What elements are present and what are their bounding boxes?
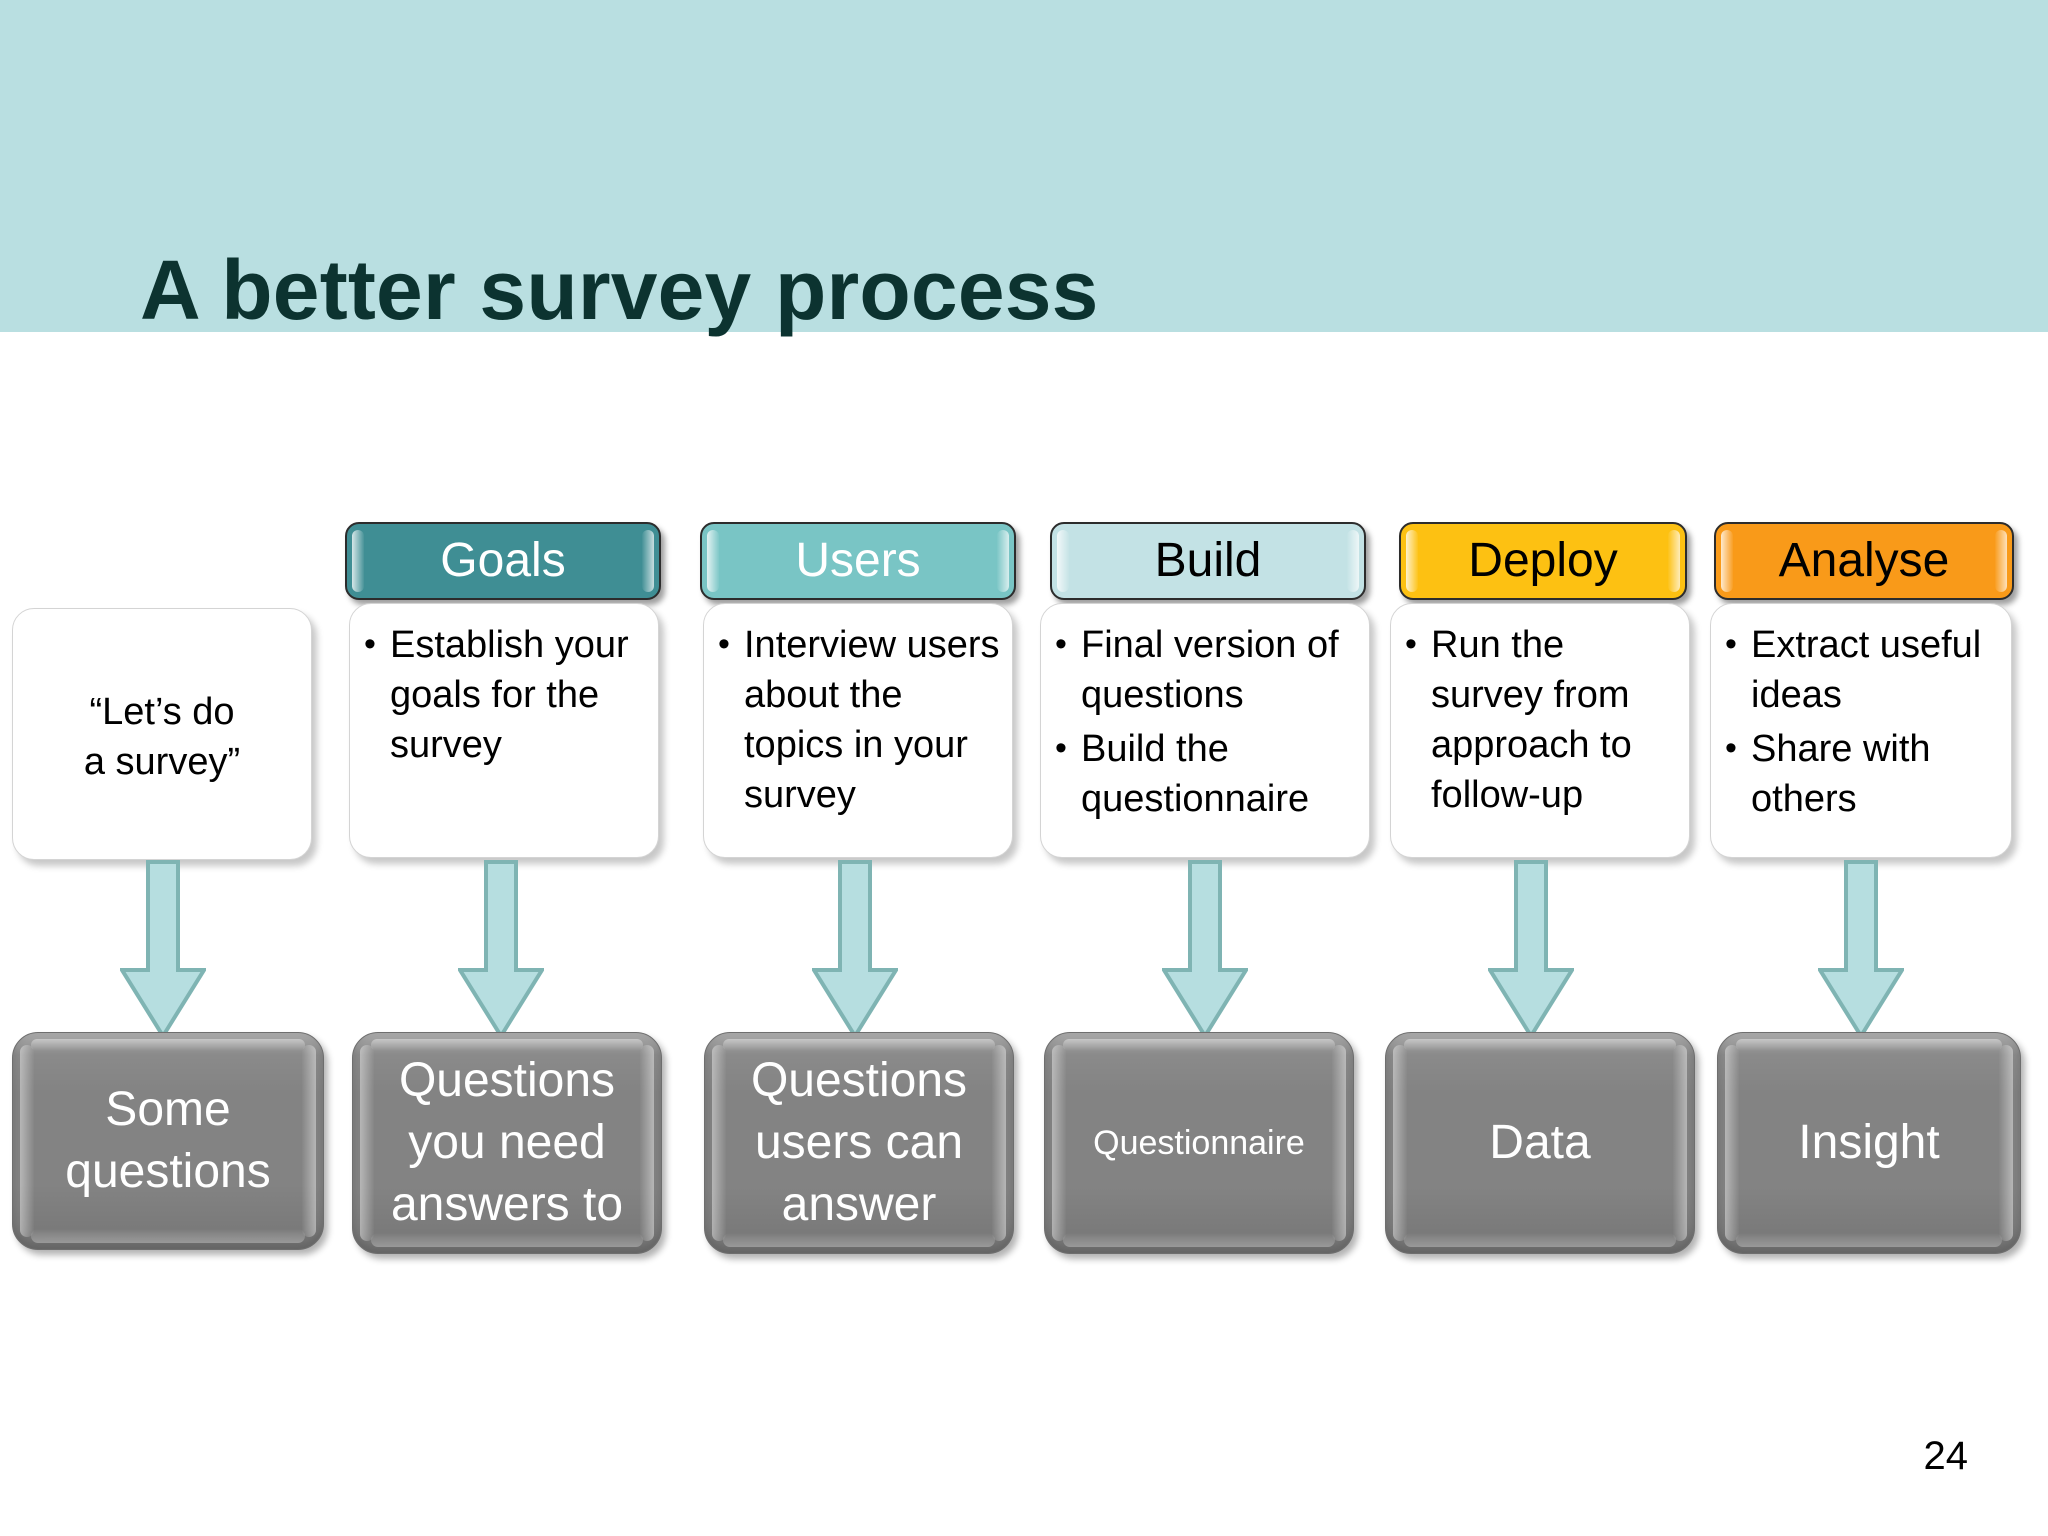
- result-box-start: Some questions: [12, 1032, 324, 1250]
- bevel-bottom: [1404, 1233, 1676, 1247]
- bullet-item: Extract useful ideas: [1721, 619, 2001, 720]
- page-number: 24: [1923, 1434, 1969, 1478]
- result-box-users: Questions users can answer: [704, 1032, 1014, 1254]
- bullet-list-deploy: Run the survey from approach to follow-u…: [1401, 619, 1679, 820]
- result-label-goals: Questions you need answers to: [390, 1054, 624, 1231]
- flow-arrow-start: [120, 860, 206, 1038]
- detail-box-deploy: Run the survey from approach to follow-u…: [1390, 603, 1690, 858]
- result-label-deploy: Data: [1489, 1116, 1591, 1169]
- result-label-build: Questionnaire: [1093, 1124, 1305, 1162]
- bullet-item: Final version of questions: [1051, 619, 1359, 720]
- flow-arrow-users: [812, 860, 898, 1038]
- bullet-item: Build the questionnaire: [1051, 723, 1359, 824]
- stage-header-goals[interactable]: Goals: [345, 522, 661, 600]
- detail-box-analyse: Extract useful ideas Share with others: [1710, 603, 2012, 858]
- result-box-analyse: Insight: [1717, 1032, 2021, 1254]
- bevel-left: [1725, 1045, 1739, 1241]
- bevel-top: [1736, 1039, 2002, 1051]
- bevel-right: [992, 1045, 1006, 1241]
- chip-gloss-right-icon: [1347, 530, 1359, 592]
- result-box-deploy: Data: [1385, 1032, 1695, 1254]
- stage-header-deploy[interactable]: Deploy: [1399, 522, 1687, 600]
- bullet-list-users: Interview users about the topics in your…: [714, 619, 1002, 820]
- flow-arrow-analyse: [1818, 860, 1904, 1038]
- bevel-top: [31, 1039, 305, 1051]
- bevel-left: [712, 1045, 726, 1241]
- stage-header-label-build: Build: [1154, 534, 1262, 587]
- page-title: A better survey process: [140, 243, 1099, 338]
- bevel-top: [371, 1039, 643, 1051]
- chip-gloss-left-icon: [707, 530, 719, 592]
- flow-arrow-goals: [458, 860, 544, 1038]
- bevel-bottom: [371, 1233, 643, 1247]
- chip-gloss-right-icon: [997, 530, 1009, 592]
- bevel-left: [20, 1045, 34, 1237]
- stage-header-label-analyse: Analyse: [1778, 534, 1950, 587]
- chip-gloss-left-icon: [1406, 530, 1418, 592]
- detail-box-start: “Let’s do a survey”: [12, 608, 312, 860]
- start-quote: “Let’s do a survey”: [83, 691, 241, 783]
- bevel-right: [640, 1045, 654, 1241]
- stage-header-analyse[interactable]: Analyse: [1714, 522, 2014, 600]
- bevel-right: [302, 1045, 316, 1237]
- bevel-left: [1052, 1045, 1066, 1241]
- chip-gloss-left-icon: [1721, 530, 1733, 592]
- bullet-list-analyse: Extract useful ideas Share with others: [1721, 619, 2001, 824]
- result-box-goals: Questions you need answers to: [352, 1032, 662, 1254]
- bullet-list-goals: Establish your goals for the survey: [360, 619, 648, 770]
- detail-box-users: Interview users about the topics in your…: [703, 603, 1013, 858]
- bullet-list-build: Final version of questions Build the que…: [1051, 619, 1359, 824]
- result-label-analyse: Insight: [1798, 1116, 1940, 1169]
- detail-box-goals: Establish your goals for the survey: [349, 603, 659, 858]
- bevel-left: [360, 1045, 374, 1241]
- stage-header-build[interactable]: Build: [1050, 522, 1366, 600]
- stage-header-label-deploy: Deploy: [1468, 534, 1618, 587]
- bevel-bottom: [723, 1233, 995, 1247]
- chip-gloss-left-icon: [352, 530, 364, 592]
- bevel-top: [1063, 1039, 1335, 1051]
- bevel-bottom: [1063, 1233, 1335, 1247]
- result-box-build: Questionnaire: [1044, 1032, 1354, 1254]
- bevel-top: [723, 1039, 995, 1051]
- flow-arrow-build: [1162, 860, 1248, 1038]
- bevel-left: [1393, 1045, 1407, 1241]
- stage-header-label-goals: Goals: [440, 534, 566, 587]
- bevel-right: [1673, 1045, 1687, 1241]
- bullet-item: Establish your goals for the survey: [360, 619, 648, 770]
- result-label-users: Questions users can answer: [750, 1054, 968, 1231]
- bevel-right: [1332, 1045, 1346, 1241]
- bevel-bottom: [31, 1229, 305, 1243]
- bullet-item: Share with others: [1721, 723, 2001, 824]
- flow-arrow-deploy: [1488, 860, 1574, 1038]
- stage-header-label-users: Users: [795, 534, 921, 587]
- chip-gloss-left-icon: [1057, 530, 1069, 592]
- detail-box-build: Final version of questions Build the que…: [1040, 603, 1370, 858]
- bullet-item: Interview users about the topics in your…: [714, 619, 1002, 820]
- chip-gloss-right-icon: [1668, 530, 1680, 592]
- chip-gloss-right-icon: [642, 530, 654, 592]
- bevel-bottom: [1736, 1233, 2002, 1247]
- bevel-top: [1404, 1039, 1676, 1051]
- title-band: [0, 0, 2048, 332]
- result-label-start: Some questions: [65, 1083, 271, 1198]
- stage-header-users[interactable]: Users: [700, 522, 1016, 600]
- chip-gloss-right-icon: [1995, 530, 2007, 592]
- bevel-right: [1999, 1045, 2013, 1241]
- bullet-item: Run the survey from approach to follow-u…: [1401, 619, 1679, 820]
